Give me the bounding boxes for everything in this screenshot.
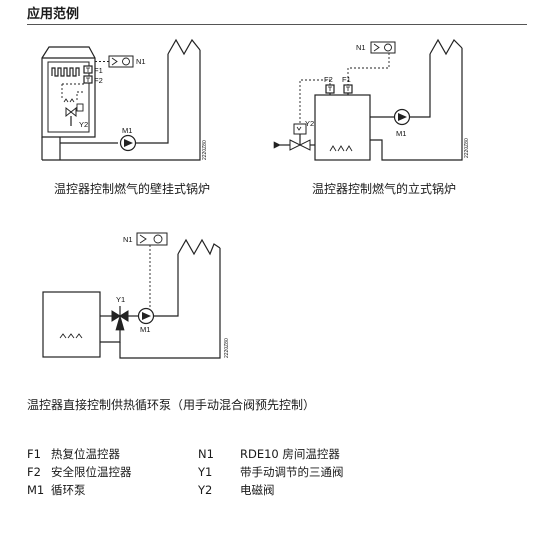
label-n1-wall: N1: [136, 57, 146, 66]
caption-floor-boiler: 温控器控制燃气的立式锅炉: [312, 182, 457, 196]
floor-boiler-body: [314, 94, 371, 161]
label-f2-wall: F2: [94, 76, 103, 85]
legend-text: RDE10 房间温控器: [240, 447, 340, 461]
code-wall: 2220Z80: [202, 140, 208, 160]
diagram-wall-boiler: [41, 38, 201, 161]
label-m1-floor: M1: [396, 129, 406, 138]
label-m1-wall: M1: [122, 126, 132, 135]
legend-code: M1: [27, 483, 45, 497]
label-f1-wall: F1: [94, 66, 103, 75]
legend-text: 循环泵: [51, 483, 86, 497]
legend-item-n1: N1 RDE10 房间温控器: [198, 446, 340, 462]
legend-code: Y1: [198, 465, 213, 479]
code-direct: 2220Z80: [224, 338, 230, 358]
label-n1-direct: N1: [123, 235, 133, 244]
diagram-wall-labels: N1 F1 F2 Y2 M1 2220Z80: [79, 57, 208, 160]
direct-boiler-body: [42, 291, 101, 358]
label-f2-floor: F2: [324, 75, 333, 84]
y2-valve-wall: [65, 106, 77, 118]
legend-code: N1: [198, 447, 214, 461]
legend-code: Y2: [198, 483, 213, 497]
n1-thermostat-floor: [370, 41, 396, 54]
diagram-floor-boiler: [273, 38, 463, 161]
legend-text: 热复位温控器: [51, 447, 120, 461]
label-f1-floor: F1: [342, 75, 351, 84]
label-y2-wall: Y2: [79, 120, 88, 129]
diagram-floor-labels: N1 F2 F1 Y2 M1 2220Z80: [305, 43, 470, 158]
caption-direct-pump: 温控器直接控制供热循环泵（用手动混合阀预先控制）: [27, 398, 316, 412]
diagram-direct-labels: N1 Y1 M1 2220Z80: [116, 235, 230, 358]
code-floor: 2220Z80: [464, 138, 470, 158]
caption-wall-boiler: 温控器控制燃气的壁挂式锅炉: [54, 182, 211, 196]
label-m1-direct: M1: [140, 325, 150, 334]
legend-text: 安全限位温控器: [51, 465, 132, 479]
label-y2-floor: Y2: [305, 119, 314, 128]
legend-item-y1: Y1 带手动调节的三通阀: [198, 464, 344, 480]
page-heading: 应用范例: [27, 7, 80, 22]
y2-valve-floor: [289, 139, 311, 151]
radiator-direct: [177, 238, 221, 256]
legend-code: F1: [27, 447, 41, 461]
heading-rule: [27, 24, 527, 25]
label-n1-floor: N1: [356, 43, 366, 52]
radiator-floor: [429, 38, 463, 56]
radiator-wall: [167, 38, 201, 56]
n1-thermostat-direct: [136, 232, 168, 246]
legend-item-m1: M1 循环泵: [27, 482, 86, 498]
diagram-direct-pump: [42, 232, 221, 359]
legend-item-f1: F1 热复位温控器: [27, 446, 120, 462]
label-y1-direct: Y1: [116, 295, 125, 304]
legend-item-f2: F2 安全限位温控器: [27, 464, 132, 480]
legend-item-y2: Y2 电磁阀: [198, 482, 275, 498]
legend-code: F2: [27, 465, 41, 479]
legend-text: 电磁阀: [240, 483, 275, 497]
legend-text: 带手动调节的三通阀: [240, 465, 344, 479]
